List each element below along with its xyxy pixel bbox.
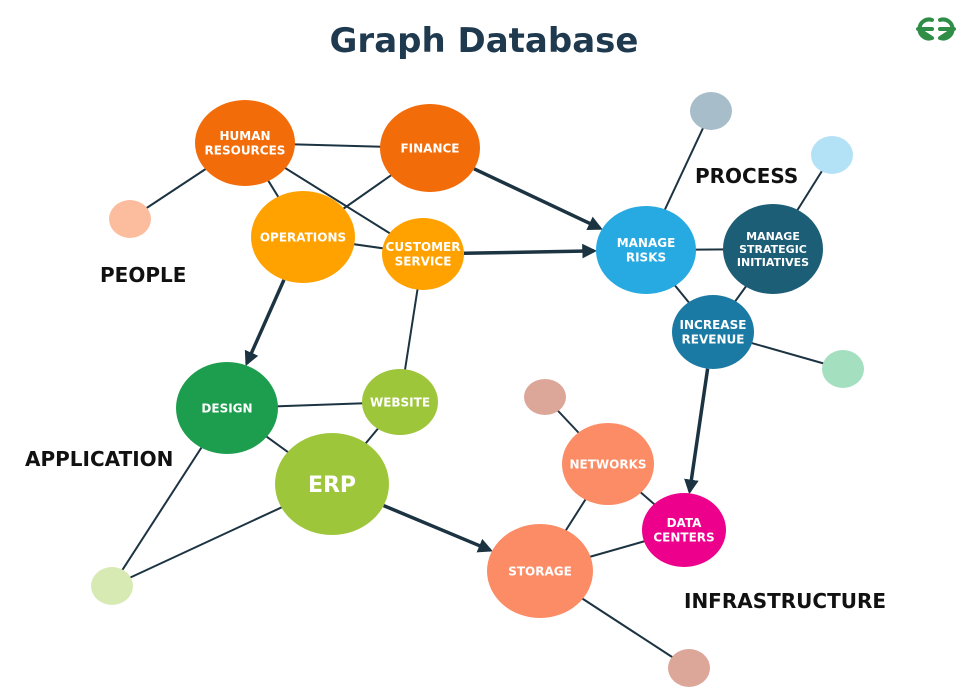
node-operations-circle xyxy=(251,191,355,283)
node-customer-service-circle xyxy=(382,218,464,290)
arrow-increase-revenue-to-data-centers xyxy=(684,368,710,495)
node-leaf-people-circle xyxy=(109,200,151,238)
node-leaf-process-right-circle xyxy=(811,136,853,174)
node-data-centers-label: DATA xyxy=(667,516,703,530)
node-erp-circle xyxy=(275,433,389,535)
node-finance: FINANCE xyxy=(380,104,480,192)
node-data-centers-circle xyxy=(642,493,726,567)
node-manage-strategic-label: STRATEGIC xyxy=(739,243,807,256)
group-label-process: PROCESS xyxy=(695,164,798,188)
node-leaf-revenue-circle xyxy=(822,350,864,388)
arrow-erp-to-storage xyxy=(382,503,493,553)
node-leaf-revenue xyxy=(822,350,864,388)
node-storage-label: STORAGE xyxy=(508,564,572,578)
node-networks-label: NETWORKS xyxy=(569,457,646,471)
node-leaf-storage-circle xyxy=(668,649,710,687)
node-customer-service-label: CUSTOMER xyxy=(386,240,461,254)
arrow-operations-to-design xyxy=(244,279,286,367)
node-leaf-storage xyxy=(668,649,710,687)
group-label-infrastructure: INFRASTRUCTURE xyxy=(684,589,886,613)
node-human-resources-label: HUMAN xyxy=(219,129,270,143)
node-leaf-application xyxy=(91,567,133,605)
node-customer-service-label: SERVICE xyxy=(395,255,452,269)
arrow-finance-to-manage-risks xyxy=(473,167,603,230)
node-design-circle xyxy=(176,362,278,454)
node-data-centers-label: CENTERS xyxy=(653,531,714,545)
group-label-application: APPLICATION xyxy=(25,447,173,471)
node-manage-risks-circle xyxy=(596,206,696,294)
node-leaf-process-right xyxy=(811,136,853,174)
node-networks: NETWORKS xyxy=(562,423,654,505)
node-website-circle xyxy=(362,369,438,435)
arrow-customer-service-to-manage-risks xyxy=(463,243,597,259)
node-operations-label: OPERATIONS xyxy=(260,230,346,244)
node-networks-circle xyxy=(562,423,654,505)
node-erp-label: ERP xyxy=(308,473,356,498)
node-design-label: DESIGN xyxy=(201,401,252,415)
node-increase-revenue-label: REVENUE xyxy=(682,333,745,347)
node-storage: STORAGE xyxy=(487,524,593,618)
node-leaf-people xyxy=(109,200,151,238)
node-manage-risks-label: RISKS xyxy=(626,251,666,265)
node-manage-strategic-label: INITIATIVES xyxy=(737,256,809,269)
node-manage-strategic-circle xyxy=(723,204,823,294)
page-title: Graph Database xyxy=(330,21,639,61)
node-storage-circle xyxy=(487,524,593,618)
node-human-resources-circle xyxy=(195,100,295,186)
node-finance-label: FINANCE xyxy=(400,141,459,155)
node-increase-revenue-label: INCREASE xyxy=(680,318,747,332)
node-human-resources-label: RESOURCES xyxy=(205,144,286,158)
node-leaf-process-top-circle xyxy=(690,92,732,130)
node-website-label: WEBSITE xyxy=(370,395,430,409)
node-operations: OPERATIONS xyxy=(251,191,355,283)
node-erp: ERP xyxy=(275,433,389,535)
node-leaf-process-top xyxy=(690,92,732,130)
node-leaf-networks xyxy=(524,379,566,415)
node-leaf-networks-circle xyxy=(524,379,566,415)
node-manage-strategic-label: MANAGE xyxy=(746,230,800,243)
group-label-people: PEOPLE xyxy=(100,263,186,287)
node-manage-risks-label: MANAGE xyxy=(617,236,676,250)
node-increase-revenue-circle xyxy=(672,295,754,369)
node-design: DESIGN xyxy=(176,362,278,454)
node-leaf-application-circle xyxy=(91,567,133,605)
node-website: WEBSITE xyxy=(362,369,438,435)
node-finance-circle xyxy=(380,104,480,192)
logo-icon xyxy=(916,17,956,41)
